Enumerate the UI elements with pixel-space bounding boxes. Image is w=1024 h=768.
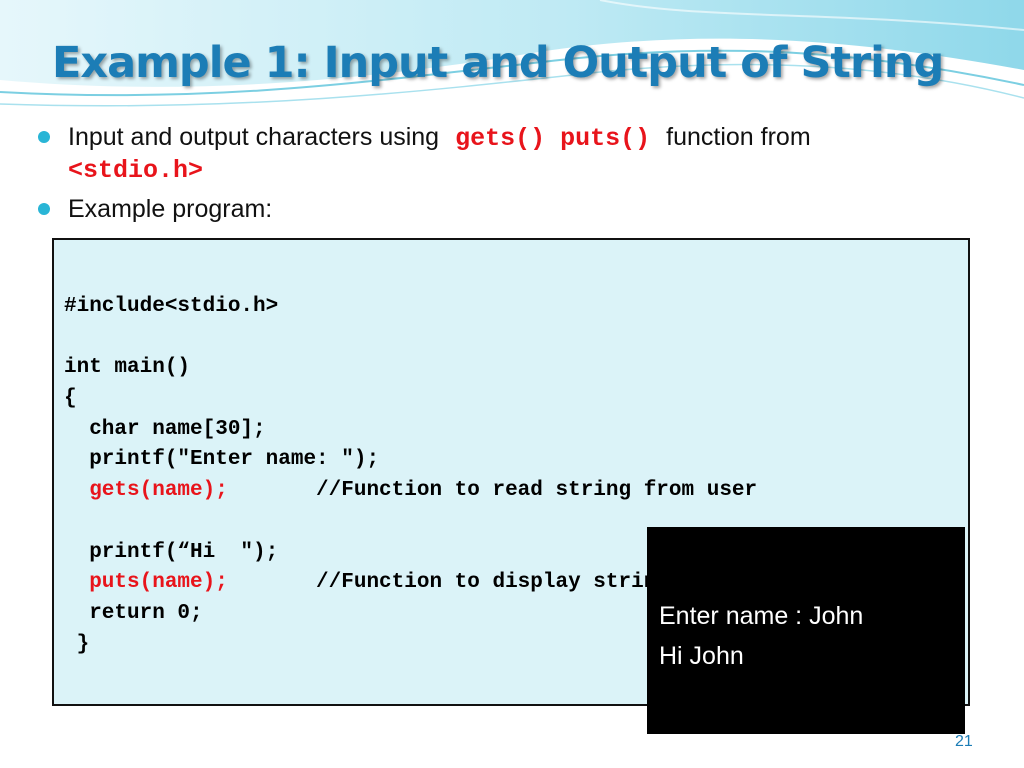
code-line: char name[30]; bbox=[64, 417, 266, 441]
code-line: #include<stdio.h> bbox=[64, 295, 279, 318]
bullet-text-after: function from bbox=[666, 123, 811, 151]
code-call: gets(name); bbox=[64, 479, 317, 503]
code-line: printf("Enter name: "); bbox=[64, 448, 380, 472]
bullet-dot-icon bbox=[38, 131, 50, 143]
code-comment: //Function to display string bbox=[316, 571, 669, 595]
code-line-highlighted: gets(name); //Function to read string fr… bbox=[64, 476, 757, 507]
bullet-item: Example program: bbox=[38, 194, 968, 224]
inline-code-puts: puts() bbox=[560, 124, 651, 153]
output-line: Hi John bbox=[659, 642, 744, 670]
output-line: Enter name : John bbox=[659, 602, 864, 630]
inline-code-gets: gets() bbox=[455, 124, 546, 153]
output-console: Enter name : John Hi John bbox=[647, 527, 965, 734]
bullet-text: Input and output characters using bbox=[68, 123, 440, 151]
code-line: { bbox=[64, 387, 77, 411]
bullet-dot-icon bbox=[38, 203, 50, 215]
code-line bbox=[64, 323, 757, 354]
code-line: return 0; bbox=[64, 601, 203, 625]
code-call: puts(name); bbox=[64, 571, 317, 595]
slide-title: Example 1: Input and Output of String bbox=[52, 38, 944, 88]
inline-code-stdio: <stdio.h> bbox=[68, 156, 204, 185]
code-box: #include<stdio.h> int main() { char name… bbox=[52, 238, 970, 706]
page-number: 21 bbox=[955, 733, 973, 750]
code-comment: //Function to read string from user bbox=[316, 479, 758, 503]
bullet-text: Example program: bbox=[68, 195, 273, 223]
code-line: } bbox=[64, 632, 90, 656]
header-wave-decoration bbox=[0, 0, 1024, 107]
code-line: printf(“Hi "); bbox=[64, 540, 279, 564]
code-line: int main() bbox=[64, 356, 191, 380]
